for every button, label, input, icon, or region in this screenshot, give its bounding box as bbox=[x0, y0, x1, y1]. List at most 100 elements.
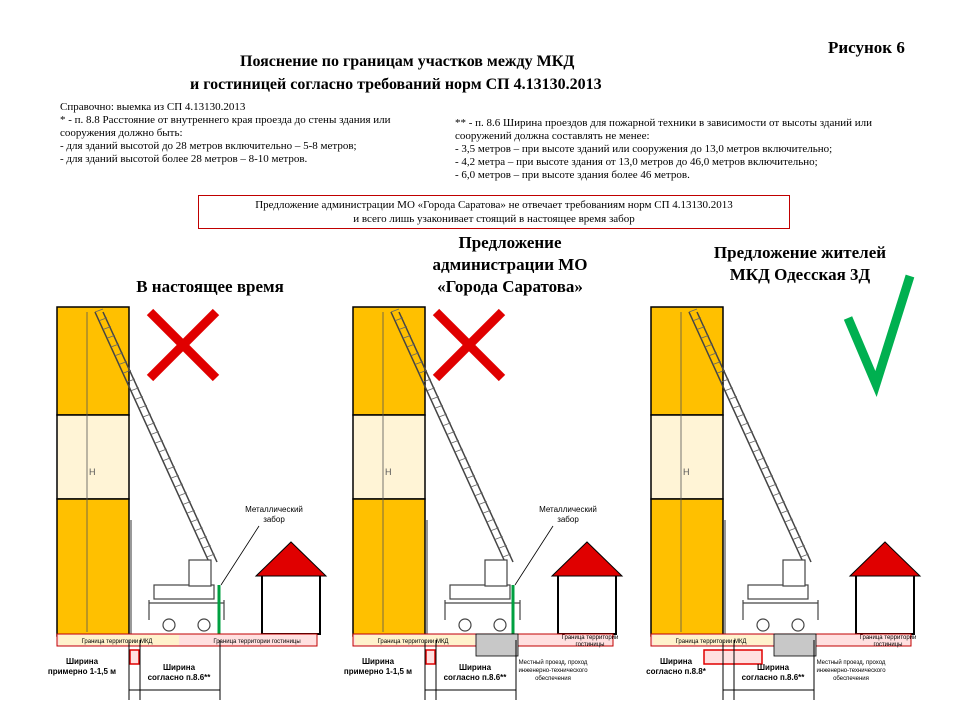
ladder-rung bbox=[502, 553, 511, 558]
passage-note: обеспечения bbox=[535, 676, 571, 682]
ladder-rung bbox=[800, 553, 809, 558]
ladder-rail bbox=[696, 311, 812, 563]
mkd-boundary-fill bbox=[653, 635, 773, 645]
ladder-rung bbox=[94, 308, 104, 313]
width-zone-marker bbox=[425, 649, 436, 665]
boundary-mkd-label: Граница территории МКД bbox=[81, 639, 152, 645]
ladder-rung bbox=[394, 317, 404, 322]
hotel-house-wall bbox=[855, 573, 915, 635]
reference-note-left: Справочно: выемка из СП 4.13130.2013 * -… bbox=[60, 101, 391, 166]
panel-title-line: «Города Саратова» bbox=[437, 277, 583, 296]
ladder-rung bbox=[736, 413, 746, 418]
boundary-mkd-label: Граница территории МКД bbox=[377, 639, 448, 645]
note-line: сооружений должна составлять не менее: bbox=[455, 130, 650, 142]
ladder-rung bbox=[462, 466, 471, 470]
ladder-rung bbox=[178, 492, 187, 497]
width-left-label: Ширина bbox=[66, 657, 99, 666]
ladder-rung bbox=[142, 413, 152, 418]
check-mark bbox=[843, 274, 915, 397]
height-label: H bbox=[385, 467, 392, 477]
ladder-rung bbox=[744, 431, 754, 435]
ladder-rung bbox=[162, 457, 171, 462]
ladder-rail bbox=[94, 311, 210, 563]
ladder-rung bbox=[792, 536, 801, 540]
ladder-rung bbox=[494, 536, 503, 540]
ladder-rung bbox=[696, 326, 706, 330]
page-title-line-1: Пояснение по границам участков между МКД bbox=[240, 53, 575, 70]
ladder-rung bbox=[154, 439, 163, 444]
ladder-rung bbox=[122, 369, 132, 374]
fire-truck-ladder bbox=[390, 308, 521, 632]
truck-wheel bbox=[458, 618, 472, 632]
truck-wheel bbox=[791, 618, 805, 632]
boundary-mkd-label: Граница территории МКД bbox=[675, 639, 746, 645]
ladder-rung bbox=[720, 378, 730, 383]
ladder-rung bbox=[474, 492, 483, 497]
ladder-rung bbox=[756, 457, 765, 462]
fire-truck-ladder bbox=[94, 308, 225, 632]
panel-title-line: В настоящее время bbox=[136, 277, 284, 296]
note-line: Справочно: выемка из СП 4.13130.2013 bbox=[60, 101, 246, 113]
ladder-rung bbox=[146, 422, 156, 427]
ladder-rung bbox=[470, 483, 479, 488]
ladder-rail bbox=[688, 311, 804, 563]
ladder-rung bbox=[772, 492, 781, 497]
ladder-rung bbox=[206, 553, 215, 558]
ladder-rung bbox=[190, 518, 199, 523]
boundary-hotel-label: гостиницы bbox=[576, 642, 605, 648]
width-zone-marker bbox=[703, 649, 763, 665]
ladder-rung bbox=[466, 474, 475, 479]
passage-note: инженерно-технического bbox=[816, 668, 886, 674]
ladder-rung bbox=[784, 518, 793, 523]
ladder-rung bbox=[482, 509, 491, 514]
ladder-rung bbox=[438, 413, 448, 418]
ladder-rung bbox=[174, 483, 183, 488]
truck-wheel bbox=[493, 618, 507, 632]
panel-title-line: МКД Одесская 3Д bbox=[729, 265, 871, 284]
truck-turret bbox=[188, 559, 212, 587]
ladder-rung bbox=[194, 527, 203, 532]
ladder-rung bbox=[478, 501, 487, 505]
ladder-rung bbox=[126, 378, 136, 383]
page-title-line-2: и гостиницей согласно требований норм СП… bbox=[190, 76, 602, 93]
ladder-rung bbox=[182, 501, 191, 505]
ladder-rung bbox=[138, 404, 148, 409]
ladder-rung bbox=[708, 352, 718, 357]
ladder-rung bbox=[430, 396, 440, 400]
ladder-rung bbox=[426, 387, 436, 392]
note-line: - для зданий высотой до 28 метров включи… bbox=[60, 140, 357, 152]
ladder-rail bbox=[398, 311, 514, 563]
ladder-rung bbox=[712, 361, 722, 365]
ladder-rung bbox=[796, 544, 805, 549]
note-line: * - п. 8.8 Расстояние от внутреннего кра… bbox=[60, 114, 391, 126]
ladder-rung bbox=[490, 527, 499, 532]
fence-leader-line bbox=[514, 525, 554, 586]
truck-turret bbox=[782, 559, 806, 587]
hotel-house-roof bbox=[254, 541, 328, 577]
fence-label: Металлический bbox=[245, 505, 303, 514]
panel-title-line: администрации МО bbox=[432, 255, 588, 274]
ladder-rung bbox=[446, 431, 456, 435]
ladder-rail bbox=[390, 311, 506, 563]
figure-label: Рисунок 6 bbox=[828, 38, 905, 57]
panel-1-title: В настоящее время bbox=[60, 276, 360, 298]
mkd-boundary-fill bbox=[59, 635, 179, 645]
mkd-boundary-fill bbox=[355, 635, 475, 645]
ladder-rung bbox=[498, 544, 507, 549]
panel-3-title: Предложение жителей МКД Одесская 3Д bbox=[670, 242, 930, 286]
width-right-label: Ширина bbox=[459, 663, 492, 672]
ladder-rung bbox=[398, 326, 408, 330]
ladder-rung bbox=[728, 396, 738, 400]
ladder-rung bbox=[450, 439, 459, 444]
width-left-label: Ширина bbox=[660, 657, 693, 666]
width-right-label: Ширина bbox=[757, 663, 790, 672]
truck-body bbox=[747, 584, 809, 600]
proposal-warning-box: Предложение администрации МО «Города Сар… bbox=[198, 195, 790, 229]
panel-title-line: Предложение bbox=[458, 233, 562, 252]
ladder-rung bbox=[150, 431, 160, 435]
note-line: - 4,2 метра – при высоте здания от 13,0 … bbox=[455, 156, 818, 168]
ladder-rung bbox=[752, 448, 761, 453]
width-left-label: примерно 1-1,5 м bbox=[48, 667, 116, 676]
ladder-rung bbox=[114, 352, 124, 357]
